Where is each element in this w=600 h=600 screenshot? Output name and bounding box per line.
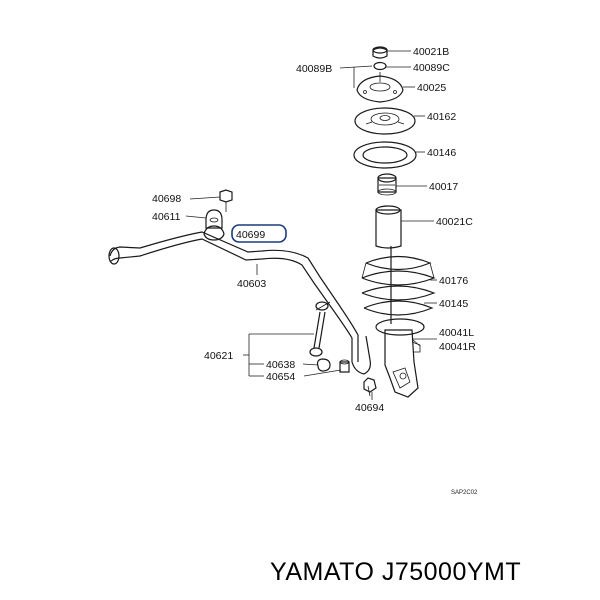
strut-mount-insulator	[356, 72, 404, 103]
label-40611: 40611	[152, 211, 181, 223]
dust-cover	[375, 205, 402, 249]
caption: YAMATO J75000YMT	[270, 558, 521, 586]
bump-stopper	[377, 173, 397, 196]
strut-top-nut	[372, 46, 388, 59]
label-40089b: 40089B	[296, 63, 332, 75]
spring-pad	[353, 141, 417, 169]
label-40017: 40017	[429, 181, 458, 193]
label-40145: 40145	[439, 298, 468, 310]
label-40041l: 40041L	[439, 327, 474, 339]
label-40025: 40025	[417, 82, 446, 94]
stabilizer-bracket-bolt	[219, 189, 233, 212]
leader-lines	[185, 50, 437, 400]
strut-assembly	[384, 246, 421, 398]
strut-washer	[373, 61, 387, 71]
lower-spring-pad	[375, 318, 425, 336]
stabilizer-end-nut	[363, 377, 377, 397]
label-40176: 40176	[439, 275, 468, 287]
stabilizer-bushing	[205, 209, 223, 229]
label-40694: 40694	[355, 402, 384, 414]
label-40041r: 40041R	[439, 341, 476, 353]
label-40638: 40638	[266, 359, 295, 371]
stabilizer-bar	[108, 231, 371, 375]
label-40698: 40698	[152, 193, 181, 205]
label-40162: 40162	[427, 111, 456, 123]
label-40621: 40621	[204, 350, 233, 362]
label-40654: 40654	[266, 371, 295, 383]
upper-spring-seat	[354, 107, 416, 135]
label-40699: 40699	[236, 229, 265, 241]
highlight-box-40699	[231, 224, 287, 243]
diagram-code: SAP2C02	[451, 490, 478, 496]
label-40021b: 40021B	[413, 46, 449, 58]
label-40021c: 40021C	[436, 216, 473, 228]
coil-spring	[361, 255, 436, 316]
label-40146: 40146	[427, 147, 456, 159]
label-40089c: 40089C	[413, 62, 450, 74]
stabilizer-bracket	[203, 225, 225, 241]
stabilizer-link	[309, 301, 331, 357]
link-nut	[316, 358, 331, 372]
link-bushing	[339, 359, 350, 373]
label-40603: 40603	[237, 278, 266, 290]
